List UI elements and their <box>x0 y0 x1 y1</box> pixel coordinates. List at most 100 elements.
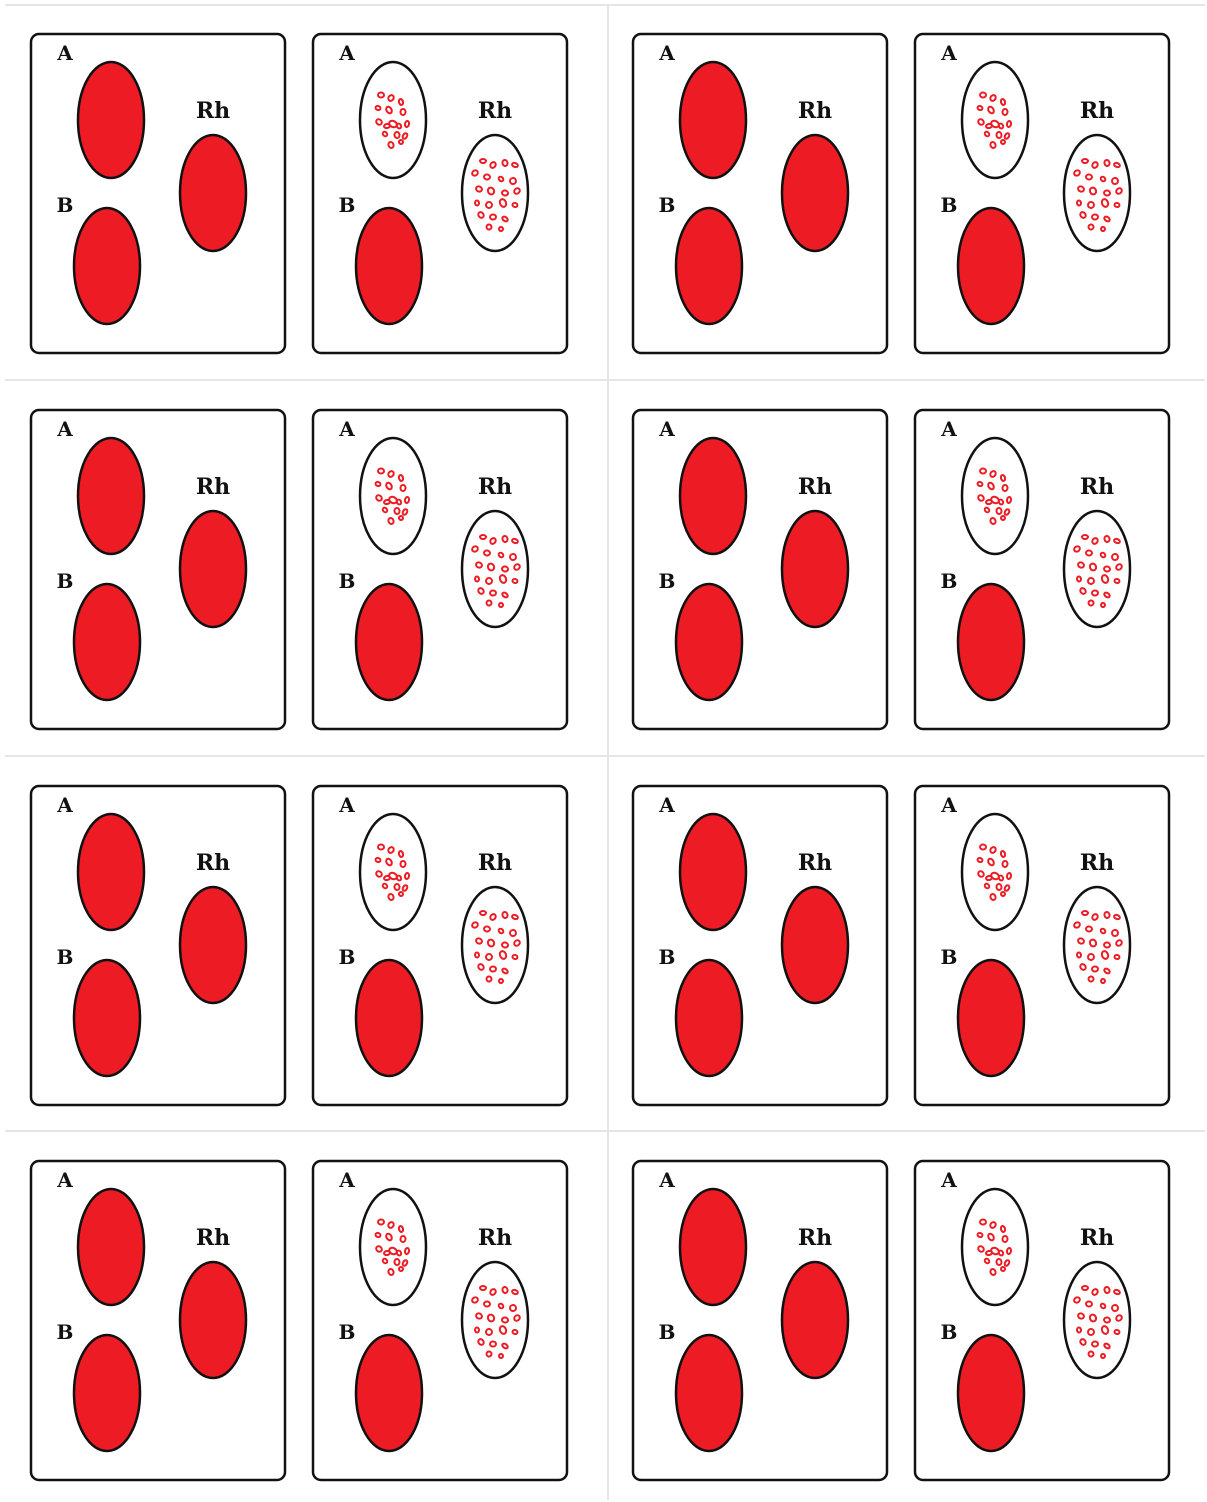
drop-b-uniform <box>356 584 422 700</box>
label-a: A <box>658 417 675 441</box>
drop-b-uniform <box>356 208 422 324</box>
label-b: B <box>339 569 356 593</box>
drop-a-uniform <box>78 62 144 178</box>
label-rh: Rh <box>196 1225 230 1251</box>
control-panel: ABRh <box>31 410 285 729</box>
blood-drop-solid <box>74 584 140 700</box>
blood-drop-solid <box>74 1335 140 1451</box>
drop-rh-agglutinated <box>462 1262 528 1378</box>
drop-a-uniform <box>680 62 746 178</box>
blood-drop-solid <box>958 208 1024 324</box>
drop-b-uniform <box>676 584 742 700</box>
blood-drop-solid <box>782 511 848 627</box>
blood-drop-solid <box>676 960 742 1076</box>
drop-b-uniform <box>74 960 140 1076</box>
label-a: A <box>338 793 355 817</box>
label-b: B <box>941 945 958 969</box>
label-b: B <box>57 945 74 969</box>
label-b: B <box>57 569 74 593</box>
label-rh: Rh <box>478 850 512 876</box>
blood-drop-solid <box>356 584 422 700</box>
blood-drop-solid <box>958 584 1024 700</box>
drop-b-uniform <box>74 584 140 700</box>
blood-drop-solid <box>74 960 140 1076</box>
blood-drop-solid <box>356 960 422 1076</box>
label-a: A <box>940 41 957 65</box>
blood-drop-solid <box>782 135 848 251</box>
test-panel: A B Rh <box>313 34 567 353</box>
drop-b-uniform <box>356 1335 422 1451</box>
test-panel: ABRh <box>915 410 1169 729</box>
drop-b-uniform <box>676 208 742 324</box>
label-b: B <box>941 1320 958 1344</box>
blood-drop-solid <box>680 814 746 930</box>
blood-drop-solid <box>676 208 742 324</box>
label-a: A <box>56 417 73 441</box>
drop-a-uniform <box>680 438 746 554</box>
label-b: B <box>339 193 356 217</box>
drop-a-uniform <box>78 1189 144 1305</box>
drop-b-uniform <box>958 208 1024 324</box>
label-rh: Rh <box>196 850 230 876</box>
label-b: B <box>659 945 676 969</box>
drop-a-agglutinated <box>962 814 1028 930</box>
drop-a-uniform <box>78 814 144 930</box>
drop-rh-agglutinated <box>1064 887 1130 1003</box>
blood-drop-solid <box>680 62 746 178</box>
label-b: B <box>57 1320 74 1344</box>
label-rh: Rh <box>1080 1225 1114 1251</box>
control-panel: ABRh <box>633 1161 887 1480</box>
blood-drop-solid <box>680 1189 746 1305</box>
drop-rh-uniform <box>180 511 246 627</box>
drop-b-uniform <box>958 1335 1024 1451</box>
drop-rh-uniform <box>180 887 246 1003</box>
test-panel: ABRh <box>313 786 567 1105</box>
label-a: A <box>56 1168 73 1192</box>
blood-drop-solid <box>78 438 144 554</box>
label-b: B <box>659 569 676 593</box>
drop-a-agglutinated <box>360 438 426 554</box>
drop-rh-agglutinated <box>462 135 528 251</box>
blood-drop-solid <box>180 511 246 627</box>
label-a: A <box>338 1168 355 1192</box>
drop-b-uniform <box>958 584 1024 700</box>
drop-rh-uniform <box>782 887 848 1003</box>
test-card-1-2: ABRhABRh <box>633 34 1169 353</box>
label-a: A <box>56 41 73 65</box>
test-panel: A B Rh <box>313 410 567 729</box>
test-card-3-1: ABRhABRh <box>31 786 567 1105</box>
label-rh: Rh <box>478 474 512 500</box>
label-rh: Rh <box>798 98 832 124</box>
label-b: B <box>339 1320 356 1344</box>
label-rh: Rh <box>478 98 512 124</box>
blood-drop-solid <box>74 208 140 324</box>
label-a: A <box>940 793 957 817</box>
blood-drop-solid <box>180 887 246 1003</box>
label-a: A <box>338 417 355 441</box>
label-a: A <box>338 41 355 65</box>
blood-drop-solid <box>958 960 1024 1076</box>
label-b: B <box>57 193 74 217</box>
blood-drop-solid <box>676 1335 742 1451</box>
blood-drop-solid <box>180 135 246 251</box>
label-a: A <box>940 417 957 441</box>
blood-drop-solid <box>78 1189 144 1305</box>
blood-drop-solid <box>782 887 848 1003</box>
blood-drop-solid <box>676 584 742 700</box>
test-card-1-1: ABRhABRh <box>31 34 567 353</box>
control-panel: ABRh <box>31 786 285 1105</box>
drop-rh-uniform <box>180 1262 246 1378</box>
test-panel: ABRh <box>313 1161 567 1480</box>
test-panel: ABRh <box>915 34 1169 353</box>
blood-drop-solid <box>356 208 422 324</box>
label-rh: Rh <box>1080 98 1114 124</box>
blood-drop-solid <box>180 1262 246 1378</box>
test-card-2-1: ABRhABRh <box>31 410 567 729</box>
label-rh: Rh <box>1080 474 1114 500</box>
drop-rh-uniform <box>782 135 848 251</box>
control-panel: ABRh <box>31 34 285 353</box>
